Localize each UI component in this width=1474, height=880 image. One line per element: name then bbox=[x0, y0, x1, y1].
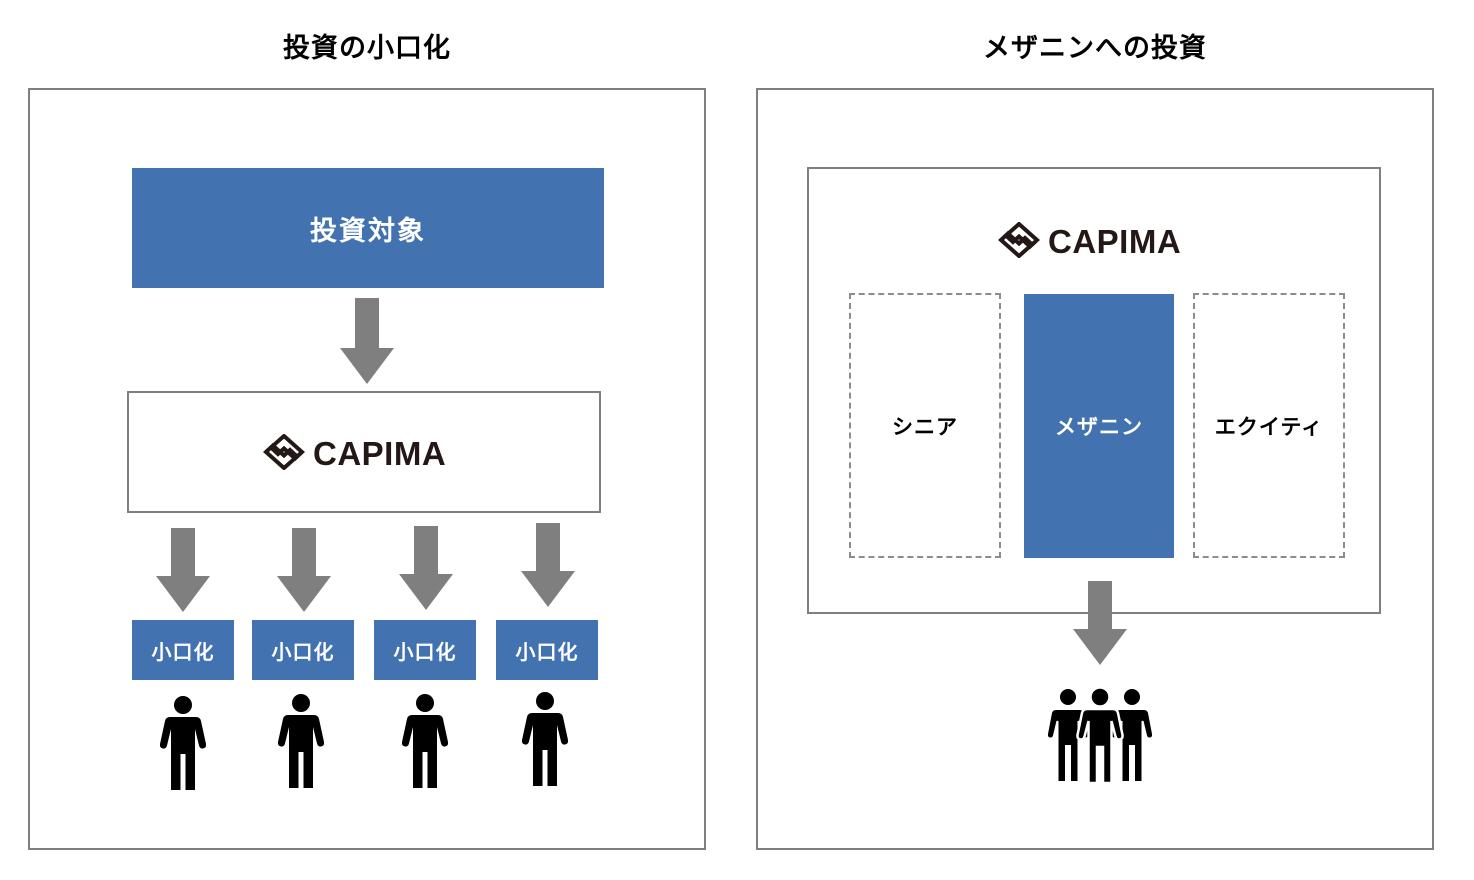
capima-logo: CAPIMA bbox=[997, 221, 1182, 262]
down-arrow-icon bbox=[340, 298, 394, 384]
investment-target-box: 投資対象 bbox=[132, 168, 604, 288]
fraction-label: 小口化 bbox=[151, 639, 215, 664]
fraction-box: 小口化 bbox=[496, 620, 598, 680]
tranche-equity: エクイティ bbox=[1193, 293, 1345, 558]
person-icon bbox=[277, 694, 325, 792]
fraction-box: 小口化 bbox=[132, 620, 234, 680]
investment-target-label: 投資対象 bbox=[310, 215, 426, 247]
capima-logo-text: CAPIMA bbox=[313, 435, 447, 472]
capima-logo-icon bbox=[262, 433, 306, 474]
fraction-label: 小口化 bbox=[271, 639, 335, 664]
down-arrow-icon bbox=[399, 526, 453, 610]
down-arrow-icon bbox=[277, 528, 331, 612]
person-icon bbox=[521, 692, 569, 790]
capima-logo-icon bbox=[997, 221, 1041, 262]
tranche-label: メザニン bbox=[1055, 415, 1143, 439]
capima-logo: CAPIMA bbox=[262, 433, 447, 474]
tranche-label: エクイティ bbox=[1214, 414, 1324, 439]
fraction-label: 小口化 bbox=[515, 639, 579, 664]
person-icon bbox=[159, 696, 207, 794]
left-panel-title: 投資の小口化 bbox=[283, 33, 451, 64]
down-arrow-icon bbox=[1073, 581, 1127, 665]
tranche-label: シニア bbox=[892, 414, 958, 439]
fraction-box: 小口化 bbox=[374, 620, 476, 680]
capima-platform-box bbox=[127, 391, 601, 513]
fraction-box: 小口化 bbox=[252, 620, 354, 680]
group-of-people-icon bbox=[1045, 686, 1155, 788]
tranche-mezzanine: メザニン bbox=[1024, 294, 1174, 558]
capima-logo-text: CAPIMA bbox=[1048, 223, 1182, 260]
right-panel-title: メザニンへの投資 bbox=[983, 33, 1207, 64]
tranche-senior: シニア bbox=[849, 293, 1001, 558]
down-arrow-icon bbox=[156, 528, 210, 612]
fraction-label: 小口化 bbox=[393, 639, 457, 664]
down-arrow-icon bbox=[521, 523, 575, 607]
person-icon bbox=[401, 694, 449, 792]
